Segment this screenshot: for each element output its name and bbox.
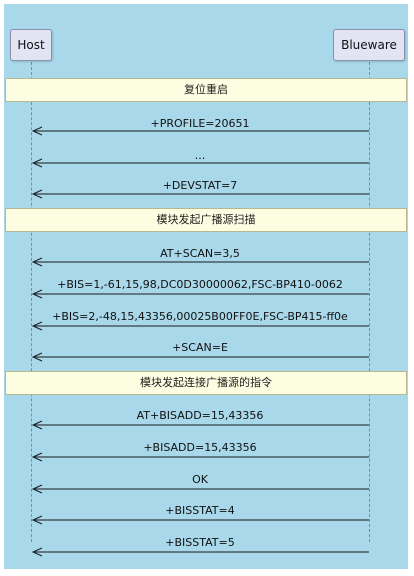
arrowhead-icon bbox=[31, 289, 43, 299]
message-label-devstat: +DEVSTAT=7 bbox=[162, 179, 238, 192]
arrowhead-icon bbox=[31, 484, 43, 494]
arrowhead-icon bbox=[31, 126, 43, 136]
note-connect: 模块发起连接广播源的指令 bbox=[5, 371, 407, 395]
message-label-bisadd-resp: +BISADD=15,43356 bbox=[143, 441, 257, 454]
message-label-scan-end: +SCAN=E bbox=[172, 341, 228, 354]
participant-host: Host bbox=[10, 29, 52, 61]
blueware-lifeline bbox=[369, 62, 370, 542]
message-label-ellipsis: ... bbox=[194, 149, 206, 162]
message-label-bisadd-cmd: AT+BISADD=15,43356 bbox=[136, 409, 264, 422]
arrowhead-icon bbox=[31, 158, 43, 168]
arrowhead-icon bbox=[31, 321, 43, 331]
message-label-profile: +PROFILE=20651 bbox=[150, 117, 250, 130]
message-label-bisstat-4: +BISSTAT=4 bbox=[165, 504, 235, 517]
participant-blueware: Blueware bbox=[333, 29, 405, 61]
message-label-bis-1: +BIS=1,-61,15,98,DC0D30000062,FSC-BP410-… bbox=[57, 278, 343, 291]
arrowhead-icon bbox=[31, 189, 43, 199]
arrowhead-icon bbox=[31, 352, 43, 362]
arrowhead-icon bbox=[31, 452, 43, 462]
arrowhead-icon bbox=[31, 420, 43, 430]
message-label-ok: OK bbox=[192, 473, 208, 486]
arrowhead-icon bbox=[31, 257, 43, 267]
host-lifeline bbox=[31, 62, 32, 542]
arrowhead-icon bbox=[31, 547, 43, 557]
message-label-bisstat-5: +BISSTAT=5 bbox=[165, 536, 235, 549]
note-reset: 复位重启 bbox=[5, 78, 407, 102]
note-scan: 模块发起广播源扫描 bbox=[5, 208, 407, 232]
message-label-bis-2: +BIS=2,-48,15,43356,00025B00FF0E,FSC-BP4… bbox=[52, 310, 348, 323]
message-label-scan-cmd: AT+SCAN=3,5 bbox=[160, 247, 240, 260]
arrowhead-icon bbox=[31, 515, 43, 525]
